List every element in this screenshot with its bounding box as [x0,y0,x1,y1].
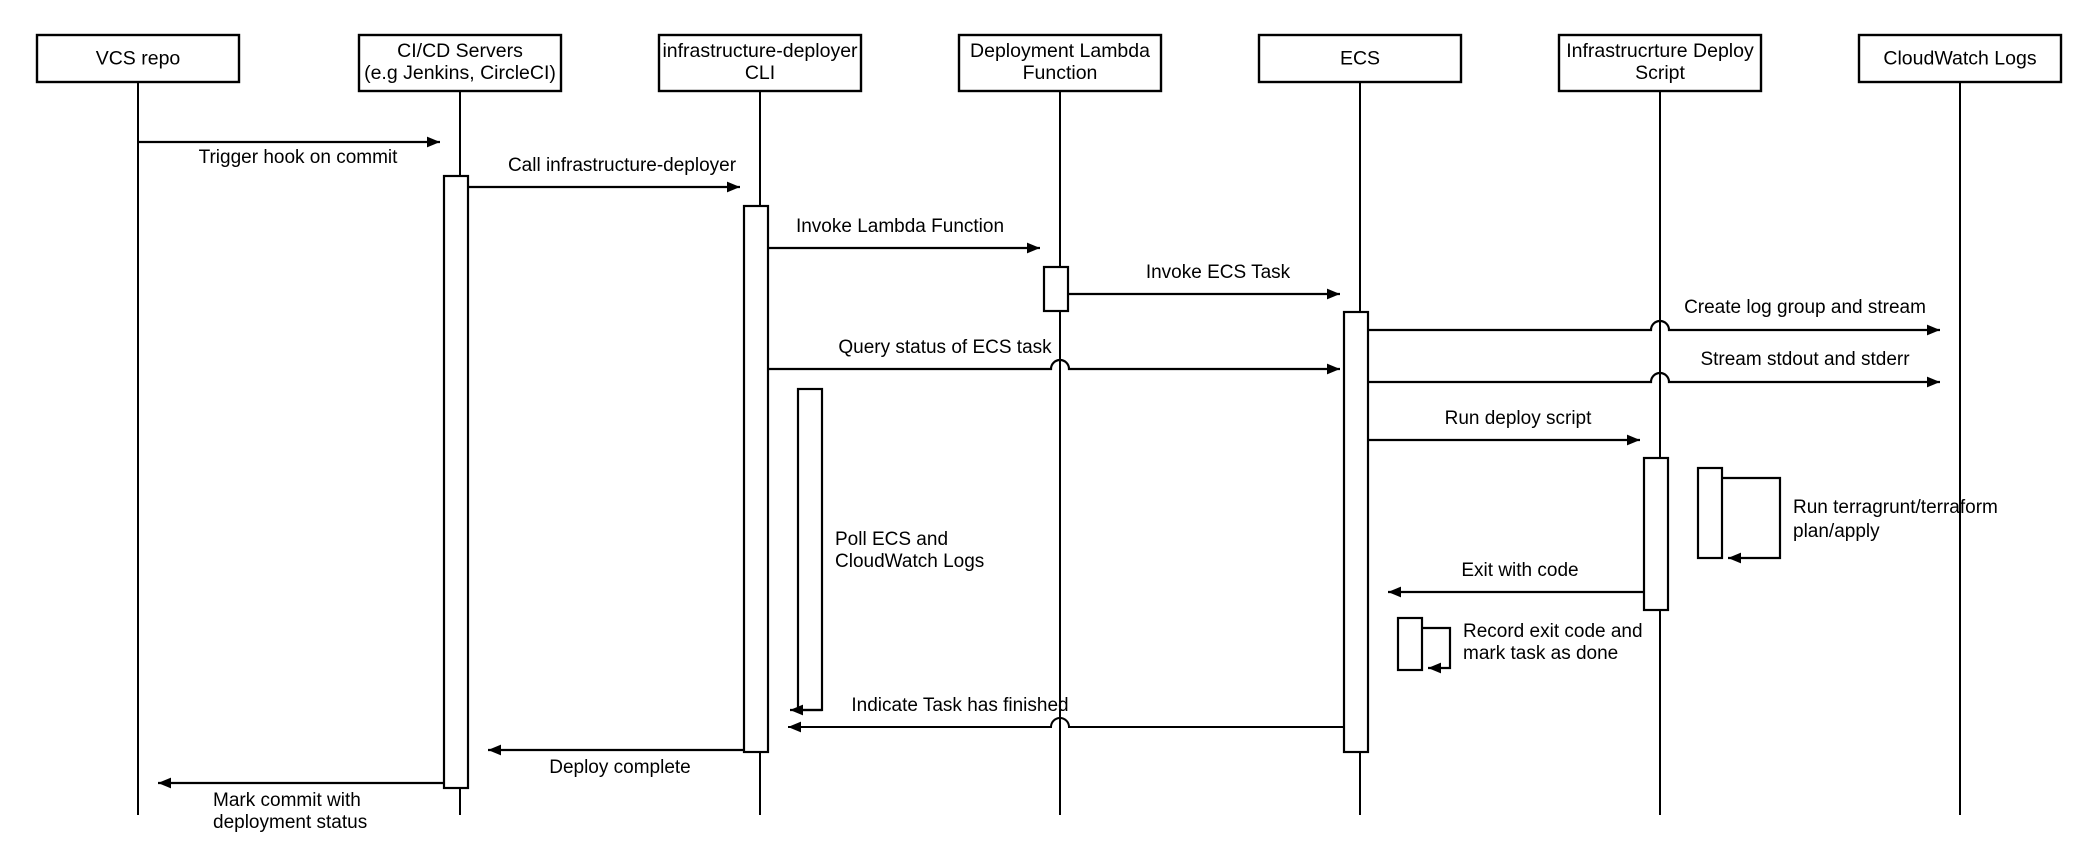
message-label-m10-line2: CloudWatch Logs [835,551,984,572]
message-arrow-m13 [788,717,1344,733]
message-create-log-group-and-stream[interactable]: Create log group and stream [1368,297,1940,336]
message-poll-ecs-and-cloudwatch-logs[interactable]: Poll ECS and CloudWatch Logs [790,529,984,716]
participant-label-cicd-line1: CI/CD Servers [397,40,523,62]
activation-bar-deployscript-terragrunt [1696,466,1724,560]
message-label-m9-line2: plan/apply [1793,521,1880,542]
message-label-m2: Call infrastructure-deployer [508,155,737,176]
participant-label-ecs: ECS [1340,48,1380,70]
participant-box-ecs[interactable] [1257,33,1463,84]
message-trigger-hook-on-commit[interactable]: Trigger hook on commit [138,136,440,168]
message-label-m9-line1: Run terragrunt/terraform [1793,497,1998,518]
messages-group: Trigger hook on commit Call infrastructu… [138,136,1998,833]
message-label-m10-line1: Poll ECS and [835,529,948,550]
participant-label-deployscript-line1: Infrastrucrture Deploy [1566,40,1754,62]
message-query-status-of-ecs-task[interactable]: Query status of ECS task [768,337,1340,375]
participant-box-vcs[interactable] [35,33,241,84]
activation-bar-cicd [442,174,470,790]
message-label-m15-line1: Mark commit with [213,790,361,811]
message-label-m4: Invoke ECS Task [1146,262,1291,283]
participant-box-deployscript[interactable] [1557,33,1763,93]
message-label-m14: Deploy complete [549,757,691,778]
message-arrow-m5 [1368,319,1940,336]
participant-box-cli[interactable] [657,33,863,93]
participant-cwlogs[interactable]: CloudWatch Logs [1857,33,2063,84]
activation-bars-group [442,174,1724,790]
participant-box-cicd[interactable] [357,33,563,93]
message-label-m15-line2: deployment status [213,812,367,833]
message-label-m12-line2: mark task as done [1463,643,1618,664]
activation-bar-ecs-record [1396,616,1424,672]
activation-bar-cli-poll [796,387,824,712]
participant-cli[interactable]: infrastructure-deployer CLI [657,33,863,93]
participant-deployscript[interactable]: Infrastrucrture Deploy Script [1557,33,1763,93]
message-label-m11: Exit with code [1461,560,1578,581]
participant-label-lambda-line1: Deployment Lambda [970,40,1150,62]
participant-box-lambda[interactable] [957,33,1163,93]
message-label-m6: Query status of ECS task [838,337,1052,358]
message-deploy-complete[interactable]: Deploy complete [488,744,744,778]
message-label-m5: Create log group and stream [1684,297,1926,318]
message-invoke-ecs-task[interactable]: Invoke ECS Task [1068,262,1340,300]
participant-label-lambda-line2: Function [1023,62,1098,84]
message-arrow-m6 [768,358,1340,375]
message-record-exit-code[interactable]: Record exit code and mark task as done [1422,621,1643,674]
message-run-deploy-script[interactable]: Run deploy script [1368,408,1640,446]
participant-ecs[interactable]: ECS [1257,33,1463,84]
participant-box-cwlogs[interactable] [1857,33,2063,84]
participant-label-cwlogs: CloudWatch Logs [1883,48,2036,70]
message-arrow-m9 [1722,476,1782,564]
activation-bar-lambda [1042,265,1070,313]
message-label-m8: Run deploy script [1445,408,1593,429]
message-mark-commit-with-deployment-status[interactable]: Mark commit with deployment status [158,777,444,833]
message-arrow-m12 [1422,626,1452,674]
message-call-infrastructure-deployer[interactable]: Call infrastructure-deployer [468,155,740,193]
participant-label-deployscript-line2: Script [1635,62,1685,84]
message-label-m13: Indicate Task has finished [851,695,1068,716]
message-label-m12-line1: Record exit code and [1463,621,1643,642]
participant-boxes-group: VCS repo CI/CD Servers (e.g Jenkins, Cir… [35,33,2063,93]
message-arrow-m7 [1368,371,1940,388]
participant-label-cicd-line2: (e.g Jenkins, CircleCI) [364,62,556,84]
message-exit-with-code[interactable]: Exit with code [1388,560,1644,598]
participant-label-cli-line1: infrastructure-deployer [662,40,858,62]
message-label-m7: Stream stdout and stderr [1700,349,1910,370]
message-label-m1: Trigger hook on commit [199,147,399,168]
participant-lambda[interactable]: Deployment Lambda Function [957,33,1163,93]
message-indicate-task-has-finished[interactable]: Indicate Task has finished [788,695,1344,733]
message-invoke-lambda-function[interactable]: Invoke Lambda Function [768,216,1040,254]
message-stream-stdout-and-stderr[interactable]: Stream stdout and stderr [1368,349,1940,388]
participant-label-cli-line2: CLI [745,62,775,84]
participant-vcs[interactable]: VCS repo [35,33,241,84]
message-label-m3: Invoke Lambda Function [796,216,1004,237]
activation-bar-ecs [1342,310,1370,754]
participant-label-vcs: VCS repo [96,48,181,70]
participant-cicd[interactable]: CI/CD Servers (e.g Jenkins, CircleCI) [357,33,563,93]
activation-bar-cli [742,204,770,754]
message-run-terragrunt-terraform[interactable]: Run terragrunt/terraform plan/apply [1722,476,1998,564]
activation-bar-deployscript [1642,456,1670,612]
